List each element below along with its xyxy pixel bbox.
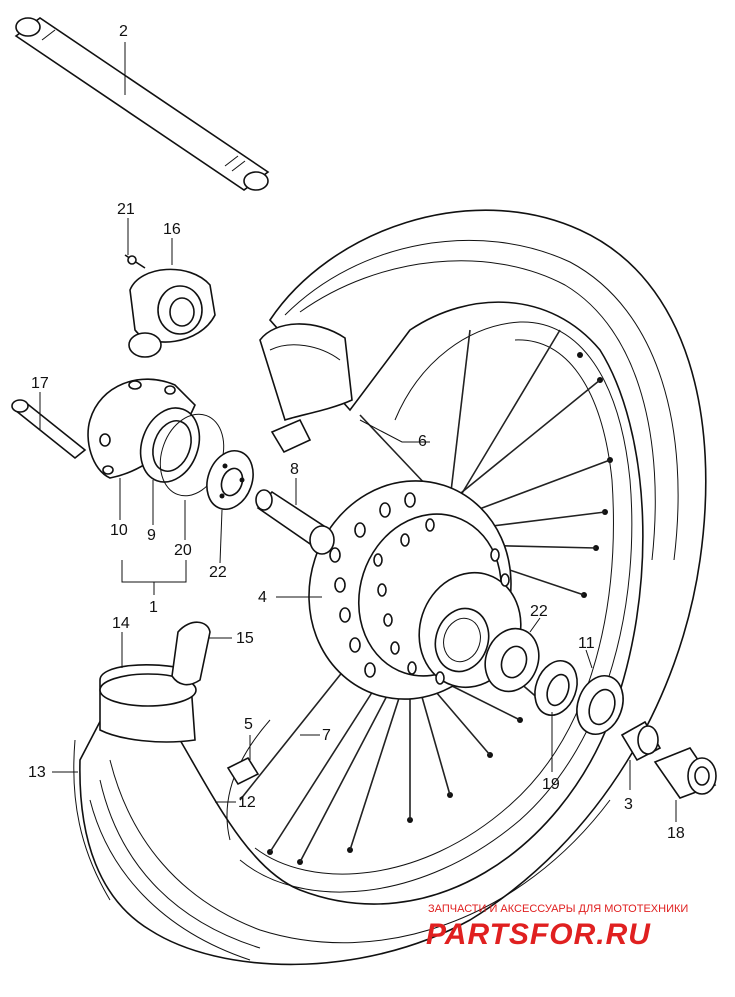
callout-18: 18 xyxy=(667,825,685,842)
side-cover xyxy=(87,378,196,479)
bearing-right xyxy=(484,627,540,693)
axle xyxy=(14,17,270,191)
speedometer-gearbox xyxy=(124,254,216,358)
valve-cap xyxy=(226,756,260,786)
callout-22-lower: 22 xyxy=(530,603,548,620)
callout-2: 2 xyxy=(119,23,128,40)
watermark-brand: PARTSFOR.RU xyxy=(426,918,651,951)
callout-14: 14 xyxy=(112,615,130,632)
callout-20: 20 xyxy=(174,542,192,559)
leader-lines xyxy=(39,42,677,822)
callout-6: 6 xyxy=(418,433,427,450)
bolt xyxy=(11,399,87,460)
callout-9: 9 xyxy=(147,527,156,544)
distance-collar xyxy=(255,489,335,555)
callout-7: 7 xyxy=(322,727,331,744)
callout-11: 11 xyxy=(578,635,595,652)
callout-12: 12 xyxy=(238,794,256,811)
callout-4: 4 xyxy=(258,589,267,606)
callout-15: 15 xyxy=(236,630,254,647)
callout-8: 8 xyxy=(290,461,299,478)
callout-21: 21 xyxy=(117,201,135,218)
spacer xyxy=(620,720,662,762)
callouts: 2 21 16 17 6 8 10 9 20 22 1 4 22 14 15 1… xyxy=(28,23,685,842)
oil-seal xyxy=(139,407,201,483)
callout-5: 5 xyxy=(244,716,253,733)
callout-22-upper: 22 xyxy=(209,564,227,581)
hub-holes xyxy=(329,492,510,685)
tire xyxy=(73,209,707,966)
watermark: ЗАПЧАСТИ И АКСЕССУАРЫ ДЛЯ МОТОТЕХНИКИ PA… xyxy=(426,903,688,951)
callout-3: 3 xyxy=(624,796,633,813)
bearing-left xyxy=(206,450,254,510)
side-collar xyxy=(576,675,624,735)
watermark-tagline: ЗАПЧАСТИ И АКСЕССУАРЫ ДЛЯ МОТОТЕХНИКИ xyxy=(428,903,688,915)
dust-seal xyxy=(534,660,578,716)
callout-13: 13 xyxy=(28,764,46,781)
callout-17: 17 xyxy=(31,375,49,392)
callout-1: 1 xyxy=(149,599,158,616)
callout-16: 16 xyxy=(163,221,181,238)
hub xyxy=(308,480,522,700)
axle-nut xyxy=(653,747,717,799)
callout-19: 19 xyxy=(542,776,560,793)
rim-band xyxy=(171,621,211,686)
callout-10: 10 xyxy=(110,522,128,539)
